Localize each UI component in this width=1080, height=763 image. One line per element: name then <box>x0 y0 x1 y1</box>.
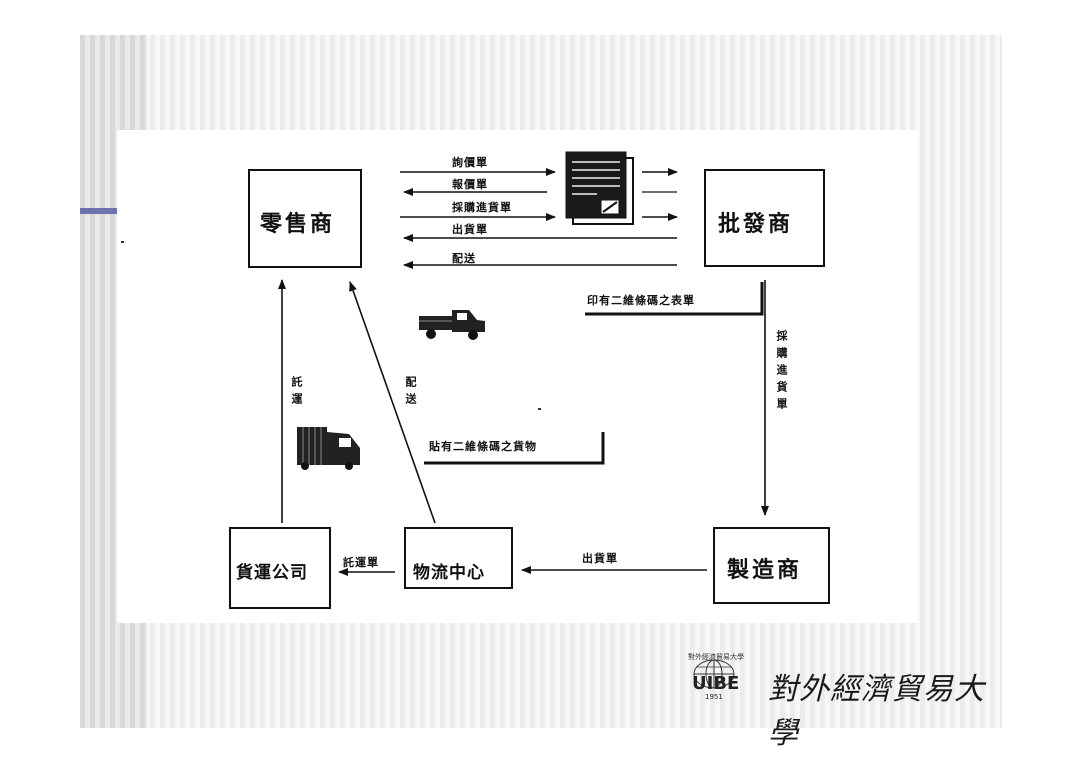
accent-bar <box>80 208 120 214</box>
freight-company-box <box>229 527 331 609</box>
manufacturer-label: 製造商 <box>727 557 803 583</box>
wholesaler-box <box>704 169 825 267</box>
manufacturer-box <box>713 527 830 604</box>
globe-emblem-icon <box>693 659 735 689</box>
labeled-goods-label: 貼有二維條碼之貨物 <box>429 440 537 453</box>
purchase-order-label: 採購進貨單 <box>452 201 512 214</box>
quote-label: 報價單 <box>452 178 488 191</box>
stray-dot <box>121 241 124 243</box>
lorry-icon <box>297 427 360 470</box>
logistics-center-box <box>404 527 513 589</box>
purchase-order-vertical-label: 採購進貨單 <box>775 330 788 415</box>
diagram-lines <box>229 151 830 609</box>
inquiry-label: 詢價單 <box>452 156 488 169</box>
shipping-slip-label: 出貨單 <box>452 223 488 236</box>
logo-year: 1951 <box>705 693 723 701</box>
logistics-center-label: 物流中心 <box>413 563 485 583</box>
delivery-label: 配送 <box>452 252 476 265</box>
supply-chain-diagram: 零售商 批發商 製造商 物流中心 貨運公司 詢價單 報價單 採購進貨單 出貨單 … <box>117 130 918 623</box>
logo-arc-text: 對外經濟貿易大學 <box>688 653 744 661</box>
shipping-slip-mfr-label: 出貨單 <box>582 552 618 565</box>
printed-form-label: 印有二維條碼之表單 <box>587 294 695 307</box>
retailer-box <box>248 169 362 268</box>
delivery-vertical-label: 配送 <box>404 376 417 410</box>
document-icon <box>565 151 634 225</box>
retailer-label: 零售商 <box>260 211 336 237</box>
wholesaler-label: 批發商 <box>718 211 794 237</box>
logo-abbreviation: UIBE <box>692 673 740 694</box>
pickup-truck-icon <box>419 310 485 340</box>
consignment-note-label: 託運單 <box>343 556 379 569</box>
freight-company-label: 貨運公司 <box>236 563 308 583</box>
consignment-vertical-label: 託運 <box>290 376 303 410</box>
university-logo: 對外經濟貿易大學 UIBE 1951 對外經濟貿易大學 <box>686 652 986 751</box>
stray-dot <box>538 408 541 410</box>
university-name: 對外經濟貿易大學 <box>768 672 985 751</box>
